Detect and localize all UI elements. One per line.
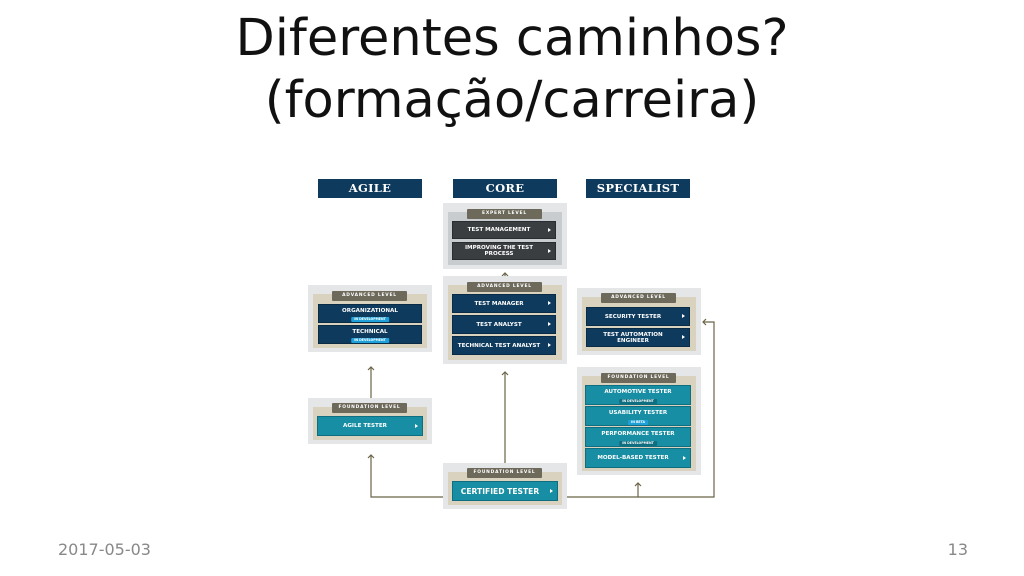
course-label: TEST AUTOMATION ENGINEER xyxy=(603,331,663,344)
chevron-right-icon xyxy=(683,455,686,460)
status-badge: IN DEVELOPMENT xyxy=(351,317,389,322)
header-agile: AGILE xyxy=(318,179,422,198)
course-label: CERTIFIED TESTER xyxy=(460,486,540,496)
course-performance-tester[interactable]: PERFORMANCE TESTER IN DEVELOPMENT xyxy=(585,427,691,447)
course-label: PERFORMANCE TESTER xyxy=(601,431,675,437)
level-label-specialist-foundation: FOUNDATION LEVEL xyxy=(601,373,676,383)
course-test-management[interactable]: TEST MANAGEMENT xyxy=(452,221,556,239)
level-label-specialist-advanced: ADVANCED LEVEL xyxy=(601,293,676,303)
course-improving-test-process[interactable]: IMPROVING THE TEST PROCESS xyxy=(452,242,556,260)
slide-title: Diferentes caminhos? (formação/carreira) xyxy=(0,8,1024,132)
arrow-foundation-to-specialist-advanced xyxy=(567,318,715,498)
course-label: AGILE TESTER xyxy=(343,423,387,429)
title-line-1: Diferentes caminhos? xyxy=(235,9,789,68)
course-security-tester[interactable]: SECURITY TESTER xyxy=(586,307,690,326)
chevron-right-icon xyxy=(682,335,685,339)
course-usability-tester[interactable]: USABILITY TESTER IN BETA xyxy=(585,406,691,426)
level-label-core-foundation: FOUNDATION LEVEL xyxy=(467,468,542,478)
level-label-agile-foundation: FOUNDATION LEVEL xyxy=(332,403,407,413)
title-line-2: (formação/carreira) xyxy=(264,71,760,130)
chevron-right-icon xyxy=(550,488,553,493)
level-label-expert: EXPERT LEVEL xyxy=(467,209,542,219)
header-specialist: SPECIALIST xyxy=(586,179,690,198)
course-label: IMPROVING THE TEST PROCESS xyxy=(464,245,534,257)
status-badge: IN DEVELOPMENT xyxy=(619,399,657,404)
course-agile-technical[interactable]: TECHNICAL IN DEVELOPMENT xyxy=(318,325,422,344)
course-label: TECHNICAL xyxy=(352,328,388,335)
course-label: TECHNICAL TEST ANALYST xyxy=(457,342,541,349)
course-label: USABILITY TESTER xyxy=(608,410,668,416)
arrow-foundation-to-agile-foundation xyxy=(367,454,444,498)
course-label: TEST ANALYST xyxy=(476,321,522,328)
course-label: SECURITY TESTER xyxy=(604,313,662,320)
chevron-right-icon xyxy=(548,301,551,305)
course-automotive-tester[interactable]: AUTOMOTIVE TESTER IN DEVELOPMENT xyxy=(585,385,691,405)
course-agile-organizational[interactable]: ORGANIZATIONAL IN DEVELOPMENT xyxy=(318,304,422,323)
course-test-automation-engineer[interactable]: TEST AUTOMATION ENGINEER xyxy=(586,328,690,347)
level-label-agile-advanced: ADVANCED LEVEL xyxy=(332,291,407,301)
course-test-manager[interactable]: TEST MANAGER xyxy=(452,294,556,313)
footer-date: 2017-05-03 xyxy=(58,540,151,559)
course-label: AUTOMOTIVE TESTER xyxy=(604,389,672,395)
status-badge: IN DEVELOPMENT xyxy=(619,441,657,446)
course-model-based-tester[interactable]: MODEL-BASED TESTER xyxy=(585,448,691,468)
course-test-analyst[interactable]: TEST ANALYST xyxy=(452,315,556,334)
course-certified-tester[interactable]: CERTIFIED TESTER xyxy=(452,481,558,501)
course-label: TEST MANAGEMENT xyxy=(467,227,531,233)
course-agile-tester[interactable]: AGILE TESTER xyxy=(317,416,423,436)
header-core: CORE xyxy=(453,179,557,198)
course-technical-test-analyst[interactable]: TECHNICAL TEST ANALYST xyxy=(452,336,556,355)
status-badge: IN DEVELOPMENT xyxy=(351,338,389,343)
chevron-right-icon xyxy=(548,248,551,253)
chevron-right-icon xyxy=(548,322,551,326)
chevron-right-icon xyxy=(415,423,418,428)
course-label: ORGANIZATIONAL xyxy=(342,307,398,314)
chevron-right-icon xyxy=(548,343,551,347)
course-label: MODEL-BASED TESTER xyxy=(597,455,669,461)
status-badge: IN BETA xyxy=(628,420,648,425)
chevron-right-icon xyxy=(682,314,685,318)
footer-page-number: 13 xyxy=(947,540,968,559)
course-label: TEST MANAGER xyxy=(474,300,524,307)
level-label-core-advanced: ADVANCED LEVEL xyxy=(467,282,542,292)
chevron-right-icon xyxy=(548,227,551,232)
